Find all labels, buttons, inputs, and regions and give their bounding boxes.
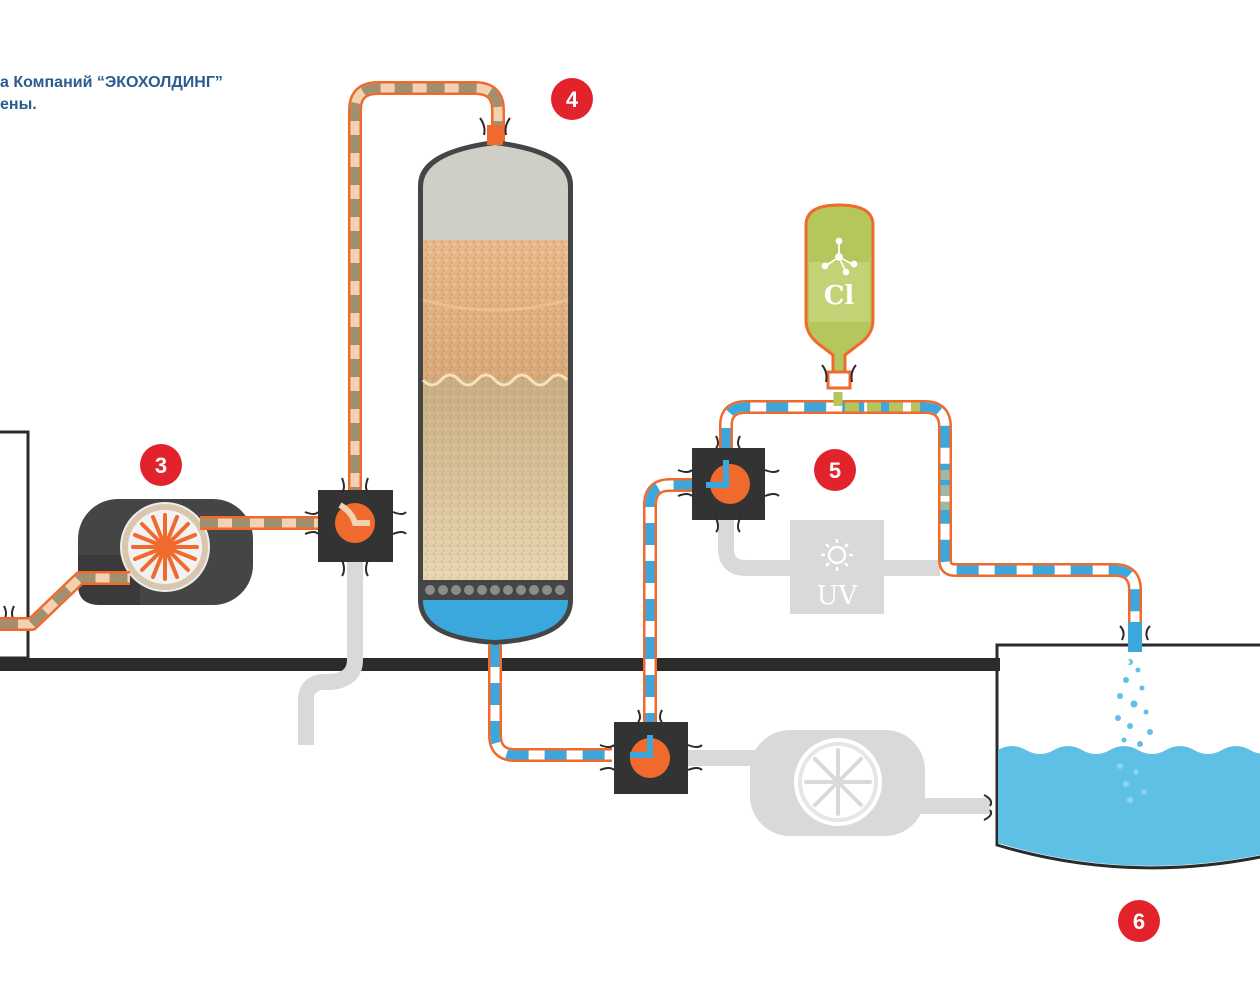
- valve-5: [677, 435, 780, 533]
- storage-tank-6: [983, 622, 1260, 870]
- caption-line-1: а Компаний “ЭКОХОЛДИНГ”: [0, 74, 223, 91]
- valve-bottom: [599, 709, 703, 794]
- marker-5-label: 5: [829, 458, 841, 483]
- marker-3: 3: [140, 444, 182, 486]
- water-stream: [1115, 659, 1153, 747]
- filter-column-4: [418, 117, 573, 645]
- caption-text: а Компаний “ЭКОХОЛДИНГ” ены.: [0, 72, 223, 116]
- fan-icon-inactive: [804, 748, 872, 816]
- sun-icon: [821, 539, 853, 571]
- marker-6: 6: [1118, 900, 1160, 942]
- uv-label: UV: [817, 581, 859, 611]
- pump-inactive: [750, 730, 925, 836]
- marker-4-label: 4: [566, 87, 579, 112]
- chlorine-tank: Cl: [804, 203, 875, 390]
- pump-unit-3: [78, 499, 253, 605]
- gravel-layer: [425, 585, 565, 595]
- caption-line-2: ены.: [0, 96, 37, 113]
- marker-6-label: 6: [1133, 909, 1145, 934]
- marker-5: 5: [814, 449, 856, 491]
- chlorine-label: Cl: [824, 281, 855, 311]
- uv-unit: UV: [790, 520, 884, 614]
- valve-inlet: [304, 477, 407, 577]
- marker-4: 4: [551, 78, 593, 120]
- marker-3-label: 3: [155, 453, 167, 478]
- inactive-pipes: [298, 520, 990, 814]
- left-source-tank: [0, 430, 30, 660]
- clean-water-pipes: [488, 392, 1142, 762]
- raw-water-pipes: [0, 81, 505, 631]
- molecule-icon: [821, 237, 858, 276]
